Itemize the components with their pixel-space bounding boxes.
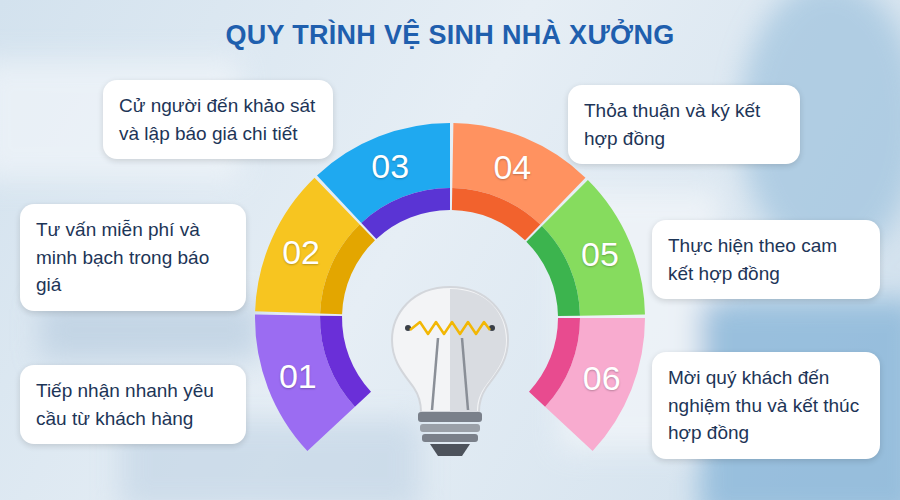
step-number: 04 <box>493 148 531 187</box>
step-number: 03 <box>371 147 409 186</box>
step-number: 02 <box>282 232 320 271</box>
step-text: Tư vấn miễn phí và minh bạch trong báo g… <box>36 216 230 299</box>
step-box: Thỏa thuận và ký kết hợp đồng <box>568 85 800 164</box>
step-number: 06 <box>583 358 621 397</box>
diagram-title: QUY TRÌNH VỆ SINH NHÀ XƯỞNG <box>0 20 900 51</box>
step-text: Thực hiện theo cam kết hợp đồng <box>668 232 864 287</box>
step-number: 05 <box>581 235 619 274</box>
step-text: Cử người đến khảo sát và lập báo giá chi… <box>119 92 317 147</box>
step-text: Thỏa thuận và ký kết hợp đồng <box>584 97 784 152</box>
step-segment: 06 <box>526 316 647 453</box>
step-text: Tiếp nhận nhanh yêu cầu từ khách hàng <box>36 377 230 432</box>
step-box: Cử người đến khảo sát và lập báo giá chi… <box>103 80 333 159</box>
step-box: Tiếp nhận nhanh yêu cầu từ khách hàng <box>20 365 246 444</box>
step-number: 01 <box>279 357 317 396</box>
step-box: Tư vấn miễn phí và minh bạch trong báo g… <box>20 204 246 311</box>
step-box: Mời quý khách đến nghiệm thu và kết thúc… <box>652 352 880 459</box>
step-segment: 05 <box>524 178 647 319</box>
step-box: Thực hiện theo cam kết hợp đồng <box>652 220 880 299</box>
step-segment: 03 <box>315 121 452 242</box>
step-segment: 01 <box>253 312 374 453</box>
step-text: Mời quý khách đến nghiệm thu và kết thúc… <box>668 364 864 447</box>
